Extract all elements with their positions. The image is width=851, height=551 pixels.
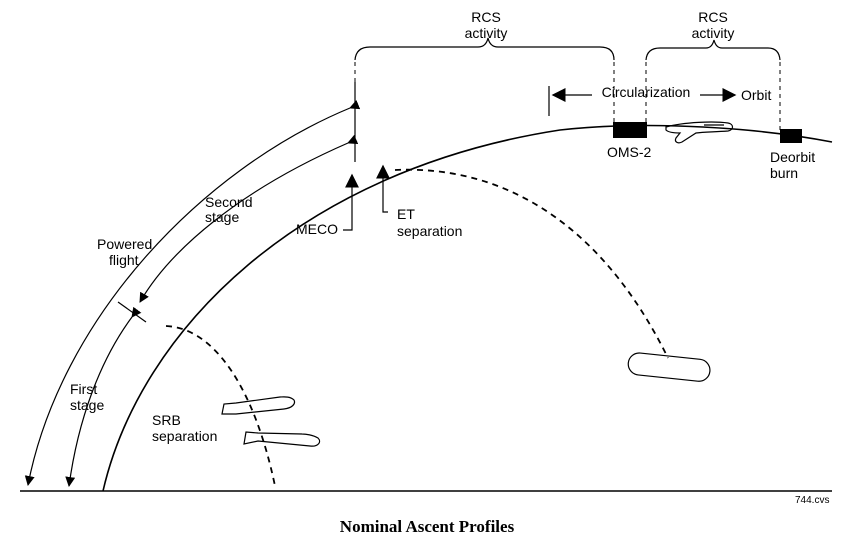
second-stage-arrow (139, 134, 359, 303)
et-separation-line1: ET (397, 206, 415, 222)
oms2-label: OMS-2 (607, 144, 652, 160)
rcs-activity-1-line1: RCS (471, 9, 501, 25)
rcs-brace-2 (645, 39, 781, 61)
second-stage-line2: stage (205, 209, 239, 225)
rcs-activity-2-line1: RCS (698, 9, 728, 25)
et-separation-arrow (376, 164, 390, 213)
meco-label: MECO (296, 221, 338, 237)
orbiter-icon (665, 121, 734, 144)
first-stage-line2: stage (70, 397, 104, 413)
powered-flight-line2: flight (109, 252, 139, 268)
deorbit-burn-marker (780, 129, 802, 143)
et-separation-line2: separation (397, 223, 462, 239)
diagram-caption: Nominal Ascent Profiles (340, 517, 515, 536)
oms2-burn-marker (613, 122, 647, 138)
file-reference: 744.cvs (795, 495, 829, 506)
deorbit-burn-line2: burn (770, 165, 798, 181)
external-tank-icon (627, 352, 711, 382)
orbit-label: Orbit (741, 87, 771, 103)
et-trajectory (394, 168, 669, 359)
staging-tick (117, 301, 147, 323)
solid-rocket-booster-icon (221, 396, 296, 415)
powered-flight-line1: Powered (97, 236, 152, 252)
second-stage-line1: Second (205, 194, 252, 210)
rcs-brace-1 (354, 37, 615, 61)
srb-trajectory (165, 325, 276, 487)
first-stage-line1: First (70, 381, 97, 397)
solid-rocket-booster-icon-2 (243, 431, 321, 447)
first-stage-arrow (65, 306, 142, 487)
circularization-label: Circularization (602, 84, 691, 100)
srb-separation-line2: separation (152, 428, 217, 444)
meco-arrow (343, 173, 359, 231)
deorbit-burn-line1: Deorbit (770, 149, 815, 165)
srb-separation-line1: SRB (152, 412, 181, 428)
rcs-activity-1-line2: activity (465, 25, 508, 41)
rcs-activity-2-line2: activity (692, 25, 735, 41)
